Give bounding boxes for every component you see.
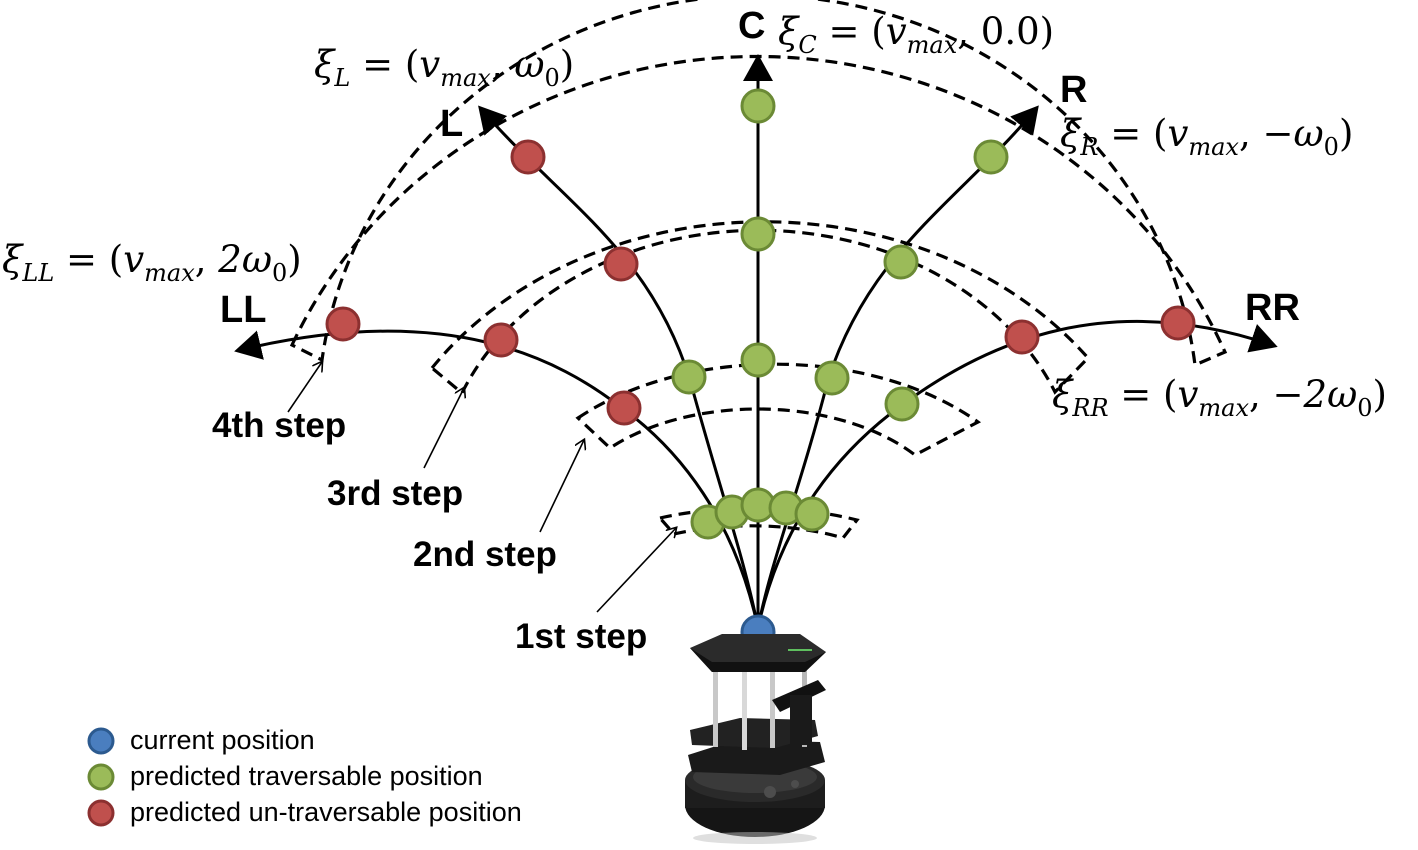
position-ll-step-4-un-traversable: [325, 306, 361, 342]
step-1-pointer: [596, 528, 676, 613]
direction-labels: C L R LL RR: [220, 5, 1300, 331]
position-rr-step-4-un-traversable: [1160, 305, 1196, 341]
trajectory-r-line: [756, 105, 1039, 629]
position-rr-step-1-traversable: [794, 496, 830, 532]
legend-traversable-swatch: [87, 763, 115, 791]
legend: current position predicted traversable p…: [87, 725, 522, 827]
legend-current-swatch: [87, 727, 115, 755]
turtlebot-robot-icon: [685, 634, 826, 844]
label-c: C: [738, 5, 765, 47]
step-3-region: [429, 220, 1091, 396]
label-l: L: [440, 103, 463, 145]
formula-r: ξR = (vmax, −ω0): [1060, 112, 1353, 161]
formula-c: ξC = (vmax, 0.0): [778, 10, 1054, 59]
step-4-pointer: [287, 362, 322, 413]
position-l-step-4-un-traversable: [510, 139, 546, 175]
position-l-step-2-traversable: [671, 359, 707, 395]
step-3-pointer: [423, 388, 464, 469]
position-ll-step-2-un-traversable: [606, 390, 642, 426]
position-c-step-2-traversable: [740, 342, 776, 378]
position-l-step-3-un-traversable: [603, 246, 639, 282]
label-r: R: [1060, 69, 1087, 111]
legend-traversable-label: predicted traversable position: [130, 761, 483, 791]
predicted-positions: [325, 88, 1196, 540]
position-ll-step-3-un-traversable: [483, 322, 519, 358]
position-r-step-3-traversable: [883, 244, 919, 280]
trajectory-formulas: ξC = (vmax, 0.0) ξL = (vmax, ω0) ξR = (v…: [2, 10, 1387, 422]
label-rr: RR: [1245, 287, 1300, 329]
legend-current-label: current position: [130, 725, 315, 755]
step-2-pointer: [539, 440, 584, 533]
position-r-step-4-traversable: [973, 139, 1009, 175]
formula-l: ξL = (vmax, ω0): [314, 43, 574, 92]
formula-rr: ξRR = (vmax, −2ω0): [1052, 373, 1387, 422]
step-4-label: 4th step: [212, 406, 346, 445]
position-rr-step-2-traversable: [884, 386, 920, 422]
position-r-step-2-traversable: [814, 360, 850, 396]
position-c-step-3-traversable: [740, 216, 776, 252]
label-ll: LL: [220, 289, 266, 331]
step-1-label: 1st step: [515, 617, 647, 656]
step-4-region: [289, 0, 1228, 368]
step-2-label: 2nd step: [413, 535, 557, 574]
step-3-label: 3rd step: [327, 474, 463, 513]
position-c-step-4-traversable: [740, 88, 776, 124]
legend-untraversable-swatch: [87, 799, 115, 827]
position-rr-step-3-un-traversable: [1004, 319, 1040, 355]
legend-untraversable-label: predicted un-traversable position: [130, 797, 522, 827]
step-labels: 4th step 3rd step 2nd step 1st step: [212, 362, 676, 656]
step-2-region: [575, 362, 982, 457]
formula-ll: ξLL = (vmax, 2ω0): [2, 238, 302, 287]
